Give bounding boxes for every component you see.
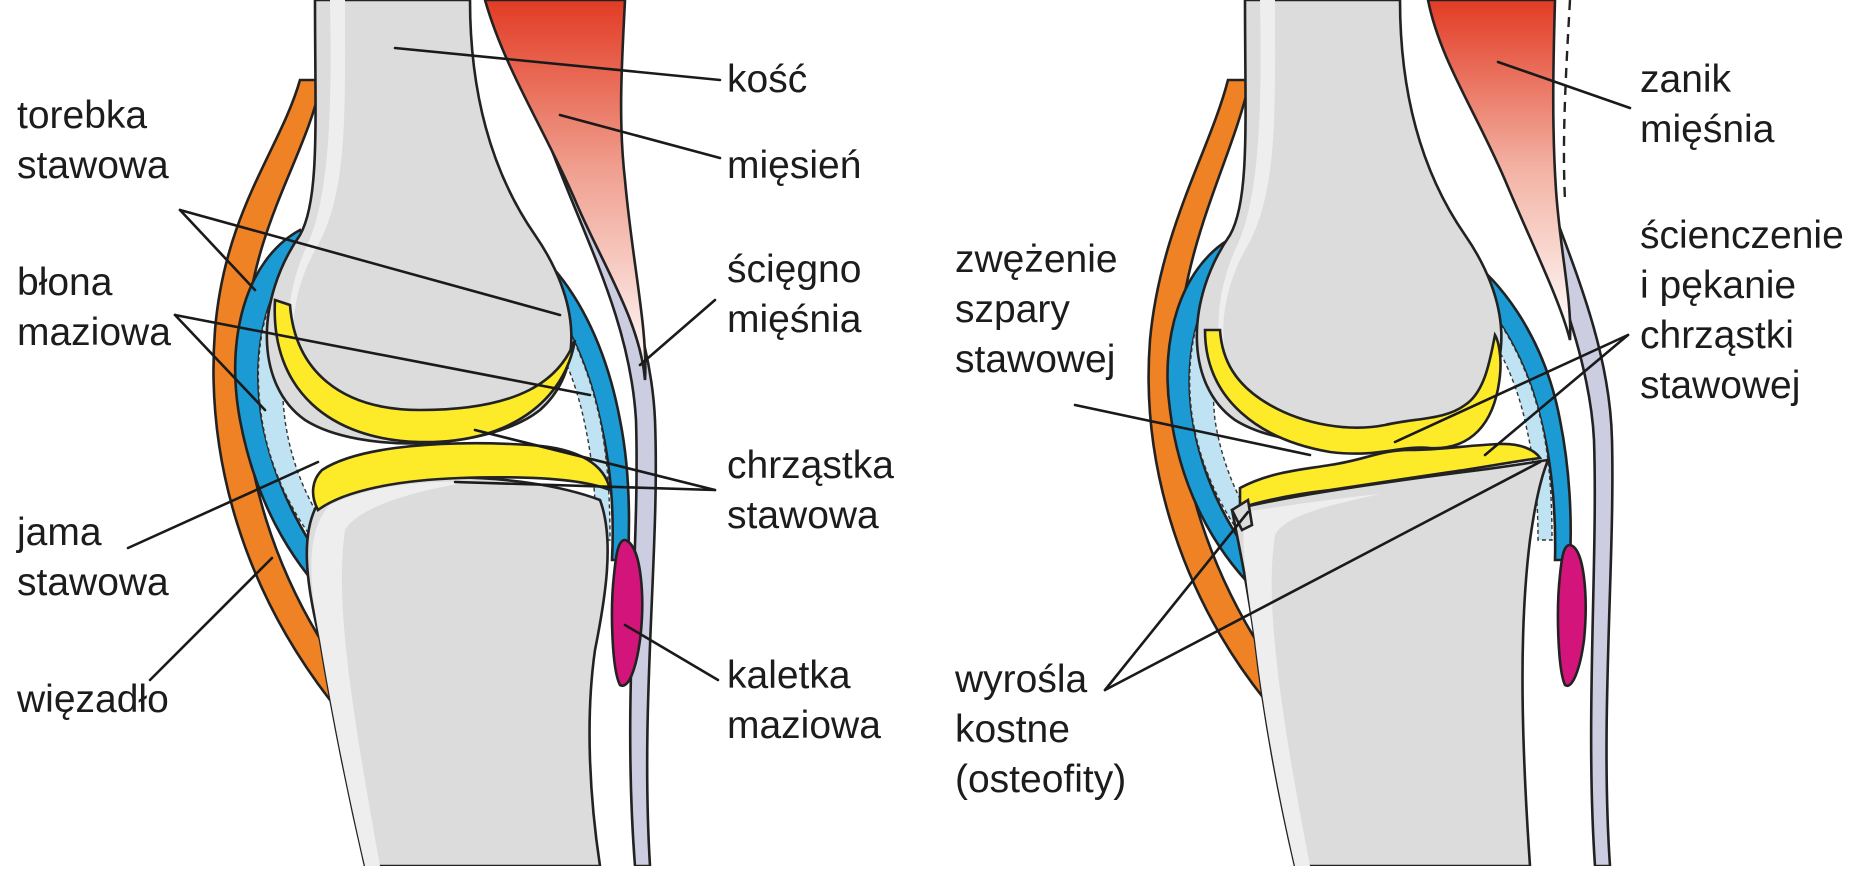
label-tendon-2: mięśnia (727, 298, 862, 341)
label-narrowing-1: zwężenie (955, 238, 1118, 281)
label-bursa-2: maziowa (727, 704, 881, 747)
label-thinning-3: chrząstki (1640, 314, 1794, 357)
label-osteophytes-1: wyrośla (954, 658, 1088, 701)
label-cartilage-1: chrząstka (727, 444, 894, 487)
bursa-shape-2 (1558, 545, 1586, 686)
label-bursa-1: kaletka (727, 654, 851, 697)
label-cavity-1: jama (16, 511, 102, 554)
arthritic-joint: zanik mięśnia zwężenie szpary stawowej ś… (954, 0, 1844, 866)
label-ligament: więzadło (16, 678, 169, 721)
label-muscle: mięsień (727, 144, 861, 187)
label-atrophy-2: mięśnia (1640, 108, 1775, 151)
label-thinning-1: ścienczenie (1640, 214, 1844, 257)
label-thinning-4: stawowej (1640, 364, 1800, 407)
label-osteophytes-2: kostne (955, 708, 1070, 751)
label-narrowing-2: szpary (955, 288, 1070, 331)
label-capsule-1: torebka (17, 94, 147, 137)
label-synovium-1: błona (17, 261, 113, 304)
label-cavity-2: stawowa (17, 561, 169, 604)
leader-tendon (640, 300, 715, 365)
label-synovium-2: maziowa (17, 311, 171, 354)
label-narrowing-3: stawowej (955, 338, 1115, 381)
label-cartilage-2: stawowa (727, 494, 879, 537)
label-bone: kość (727, 58, 807, 101)
label-tendon-1: ścięgno (727, 248, 861, 291)
muscle-original-outline (1564, 0, 1570, 200)
label-osteophytes-3: (osteofity) (955, 758, 1126, 801)
label-atrophy-1: zanik (1640, 58, 1732, 101)
tibia-shape (307, 478, 608, 867)
label-thinning-2: i pękanie (1640, 264, 1796, 307)
label-capsule-2: stawowa (17, 144, 169, 187)
healthy-joint: kość mięsień torebka stawowa ścięgno mię… (16, 0, 894, 866)
